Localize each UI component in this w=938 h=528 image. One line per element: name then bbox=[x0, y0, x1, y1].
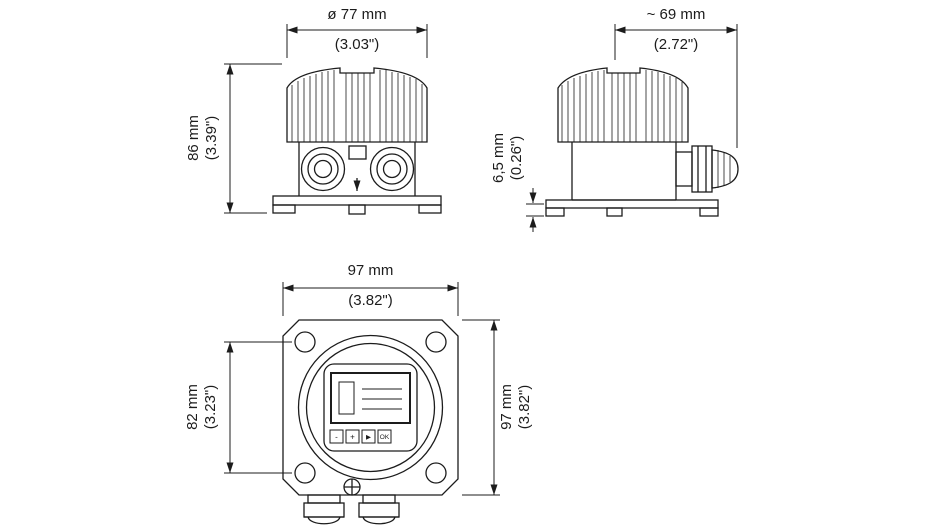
side-base-height-dimension bbox=[526, 188, 544, 232]
housing-lid-outer bbox=[297, 334, 444, 481]
front-cable-gland-right bbox=[369, 146, 415, 192]
front-mounting-bracket bbox=[272, 195, 442, 214]
top-view-cable-gland-right bbox=[358, 494, 400, 525]
side-base-height-label-inch: (0.26") bbox=[508, 135, 525, 181]
front-cable-gland-left bbox=[300, 146, 346, 192]
bolt-hole bbox=[425, 462, 447, 484]
button-label: + bbox=[350, 433, 355, 442]
front-body bbox=[298, 142, 416, 196]
top-right-height-label-mm: 97 mm bbox=[498, 384, 515, 430]
ground-screw-icon bbox=[343, 478, 361, 496]
side-cap-ribs bbox=[561, 70, 683, 142]
top-right-height-dimension bbox=[462, 319, 500, 496]
top-left-height-dimension bbox=[224, 341, 292, 474]
top-right-height-label: 97 mm (3.82") bbox=[498, 332, 534, 482]
display-module: - + ▶ OK bbox=[323, 363, 418, 452]
side-cable-gland bbox=[675, 145, 739, 193]
top-view: - + ▶ OK bbox=[282, 319, 459, 525]
top-left-height-label: 82 mm (3.23") bbox=[184, 332, 220, 482]
bolt-hole bbox=[294, 331, 316, 353]
bolt-hole bbox=[425, 331, 447, 353]
side-base-height-label: 6,5 mm (0.26") bbox=[490, 83, 526, 233]
side-view bbox=[545, 67, 739, 217]
top-flange-outline bbox=[282, 319, 459, 496]
top-view-cable-gland-left bbox=[303, 494, 345, 525]
button-label: ▶ bbox=[366, 434, 372, 441]
top-width-dimension bbox=[282, 282, 459, 316]
side-body bbox=[571, 142, 677, 201]
top-width-label-mm: 97 mm bbox=[347, 262, 394, 279]
lcd-display bbox=[330, 372, 411, 424]
front-width-dimension bbox=[286, 24, 428, 58]
side-width-dimension bbox=[614, 24, 738, 148]
display-buttons: - + ▶ OK bbox=[329, 429, 392, 444]
side-mounting-bracket bbox=[545, 199, 719, 217]
front-cap-outline bbox=[286, 67, 428, 143]
button-label: OK bbox=[380, 434, 390, 441]
front-width-label-inch: (3.03") bbox=[334, 36, 380, 53]
front-height-label-inch: (3.39") bbox=[203, 115, 220, 161]
front-tag-plate bbox=[348, 145, 367, 160]
top-left-height-label-mm: 82 mm bbox=[184, 384, 201, 430]
front-height-dimension bbox=[224, 63, 282, 214]
side-base-height-label-mm: 6,5 mm bbox=[490, 133, 507, 184]
front-view bbox=[272, 67, 442, 215]
front-height-label-mm: 86 mm bbox=[185, 115, 202, 161]
top-right-height-label-inch: (3.82") bbox=[516, 384, 533, 430]
side-width-label-mm: ~ 69 mm bbox=[646, 6, 706, 23]
bolt-hole bbox=[294, 462, 316, 484]
top-width-label-inch: (3.82") bbox=[348, 292, 393, 309]
side-cap-outline bbox=[557, 67, 689, 143]
side-width-label-inch: (2.72") bbox=[653, 36, 699, 53]
button-label: - bbox=[335, 433, 338, 442]
front-width-label-mm: ø 77 mm bbox=[327, 6, 387, 23]
housing-lid-inner bbox=[305, 342, 436, 473]
front-cap-ribs bbox=[291, 70, 423, 142]
front-height-label: 86 mm (3.39") bbox=[185, 63, 221, 213]
top-left-height-label-inch: (3.23") bbox=[202, 384, 219, 430]
